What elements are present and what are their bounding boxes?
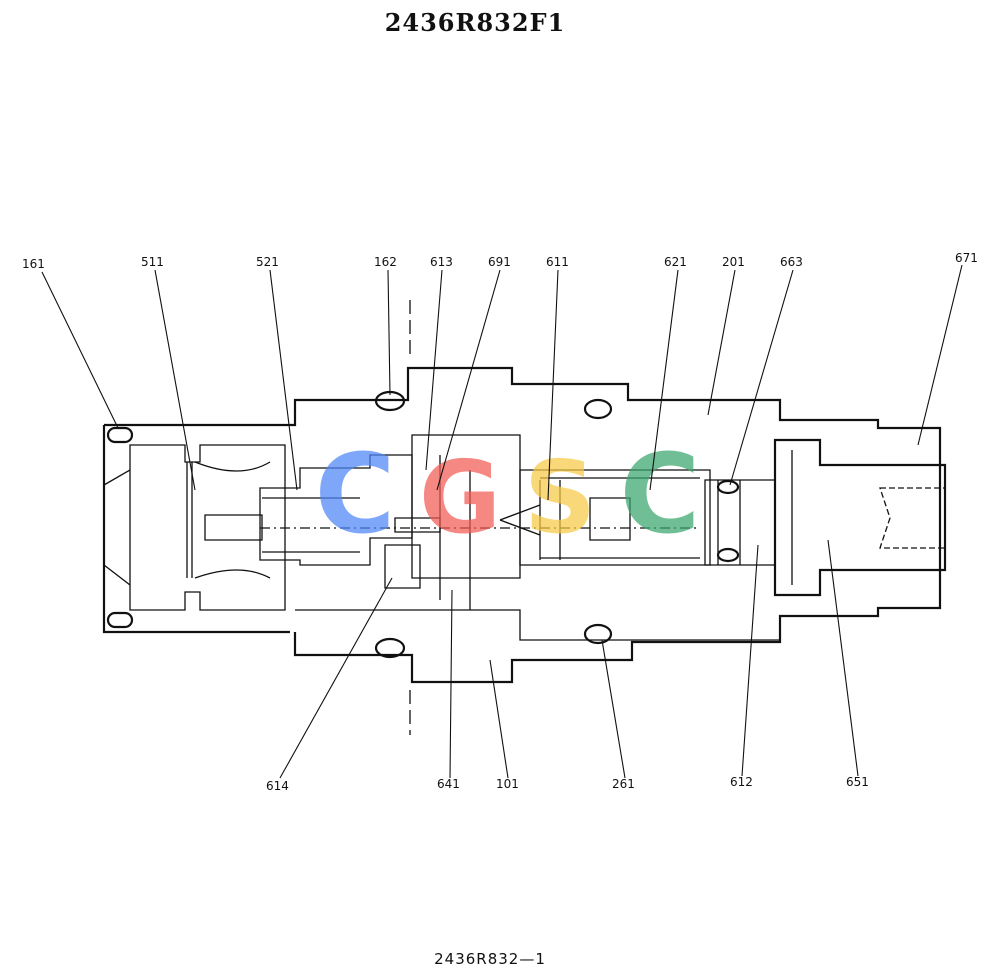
leader-lines [41,264,963,779]
part-label: 521 [256,255,279,269]
part-labels-top: 161 511 521 162 613 691 611 621 201 663 … [22,251,978,271]
part-label: 101 [496,777,519,791]
part-label: 651 [846,775,869,789]
housing-outline [102,300,947,735]
part-label: 162 [374,255,397,269]
diagram-title: 2436R832F1 [384,8,566,37]
watermark-letter: G [419,439,501,556]
part-label: 641 [437,777,460,791]
part-labels-bottom: 614 641 101 261 612 651 [266,775,869,793]
watermark-letter: C [315,430,396,558]
part-label: 161 [22,257,45,271]
part-label: 612 [730,775,753,789]
part-label: 663 [780,255,803,269]
part-label: 201 [722,255,745,269]
figure-caption: 2436R832—1 [434,950,546,968]
o-rings [106,390,740,659]
part-label: 614 [266,779,289,793]
part-label: 613 [430,255,453,269]
part-label: 621 [664,255,687,269]
part-label: 671 [955,251,978,265]
part-label: 511 [141,255,164,269]
part-label: 691 [488,255,511,269]
part-label: 261 [612,777,635,791]
watermark-letter: S [524,439,596,556]
part-label: 611 [546,255,569,269]
watermark-letter: C [620,430,701,558]
